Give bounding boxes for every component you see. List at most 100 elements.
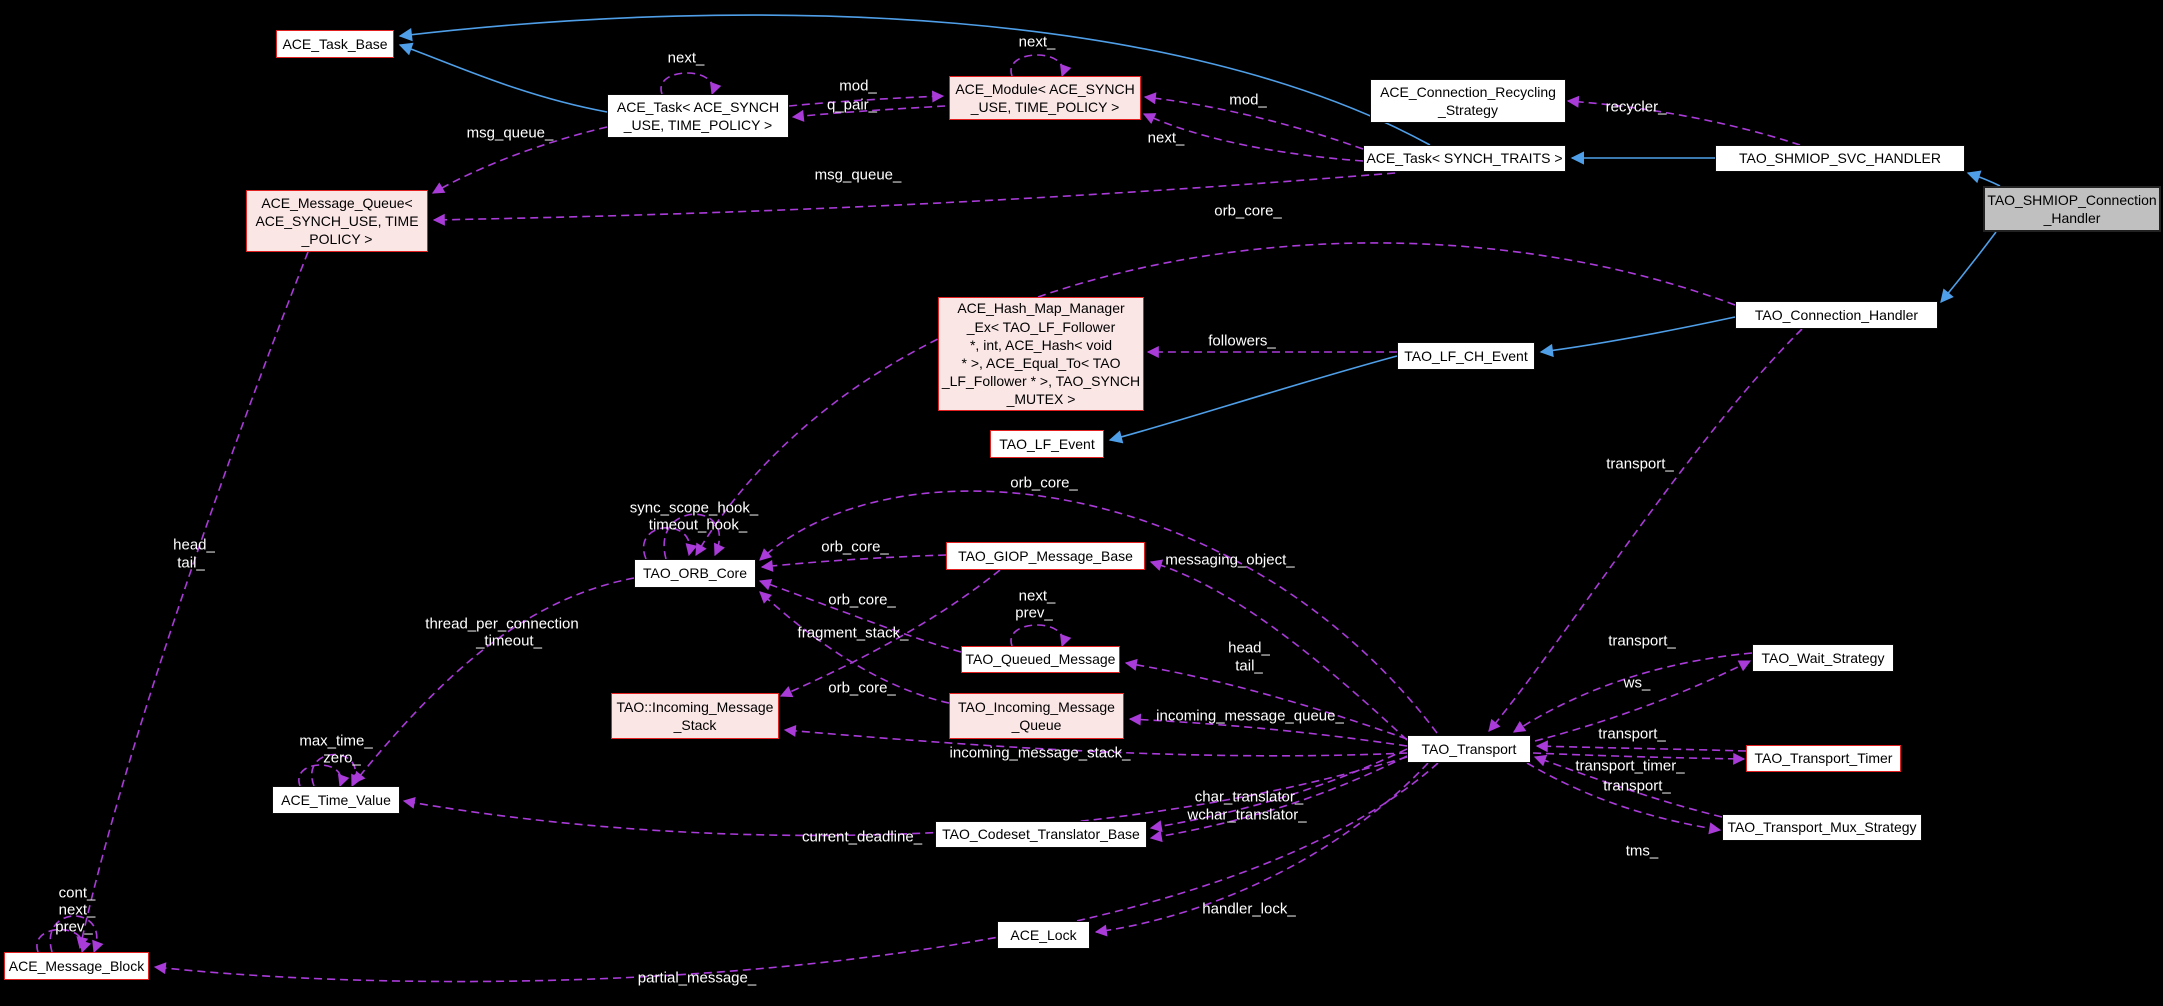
node-tao-codeset-translator-base[interactable]: TAO_Codeset_Translator_Base bbox=[935, 821, 1147, 848]
node-ace-task-traits[interactable]: ACE_Task< SYNCH_TRAITS > bbox=[1363, 145, 1566, 172]
edge-label-transport-incoming-message-queue: incoming_message_queue_ bbox=[1156, 707, 1344, 725]
edge-label-transport-incoming-message-stack: incoming_message_stack_ bbox=[949, 744, 1131, 762]
usage-edge-timer-transport bbox=[1535, 740, 1747, 753]
usage-edge-transport-tms bbox=[1526, 762, 1722, 835]
usage-edge-transport-transport-timer bbox=[1532, 752, 1746, 765]
usage-edge-orb-core-thread-per-connection-timeout bbox=[353, 577, 635, 784]
usage-edge-time-value-zero bbox=[311, 753, 363, 788]
edge-label-transport-orb-core: orb_core_ bbox=[1010, 474, 1078, 492]
edge-label-task-synch-mod: mod_ bbox=[839, 77, 877, 95]
node-tao-shmiop-svc-handler[interactable]: TAO_SHMIOP_SVC_HANDLER bbox=[1715, 145, 1965, 172]
edge-label-transport-ws: ws_ bbox=[1623, 674, 1651, 692]
usage-edge-transport-incoming-message-queue bbox=[1128, 713, 1408, 747]
usage-edge-giop-fragment-stack bbox=[779, 569, 1001, 698]
node-tao-lf-event[interactable]: TAO_LF_Event bbox=[990, 430, 1104, 458]
usage-edge-transport-char-translator bbox=[1149, 748, 1408, 833]
edge-label-giop-orb-core: orb_core_ bbox=[821, 538, 889, 556]
edge-label-queued-message-next-prev-0: next_ bbox=[1018, 587, 1056, 605]
usage-edge-task-synch-msg-queue bbox=[431, 126, 608, 194]
node-ace-message-block[interactable]: ACE_Message_Block bbox=[4, 952, 149, 980]
node-ace-module[interactable]: ACE_Module< ACE_SYNCH _USE, TIME_POLICY … bbox=[949, 76, 1141, 120]
usage-edge-message-block-cont-loop bbox=[36, 928, 92, 954]
node-ace-hash-map-manager[interactable]: ACE_Hash_Map_Manager _Ex< TAO_LF_Followe… bbox=[938, 297, 1144, 411]
edge-label-orb-core-sync-scope-hook: sync_scope_hook_ bbox=[629, 499, 759, 517]
edge-label-transport-tms: tms_ bbox=[1625, 842, 1659, 860]
node-ace-time-value[interactable]: ACE_Time_Value bbox=[272, 786, 400, 814]
node-tao-orb-core[interactable]: TAO_ORB_Core bbox=[634, 559, 756, 588]
edge-label-module-next: next_ bbox=[1018, 33, 1056, 51]
inheritance-edge-lf-ch-event-to-lf-event bbox=[1108, 355, 1398, 444]
node-tao-lf-ch-event[interactable]: TAO_LF_CH_Event bbox=[1397, 342, 1535, 370]
edge-label-message-block-cont-loop-2: prev_ bbox=[55, 918, 93, 936]
edge-label-time-value-max-time: max_time_ bbox=[299, 732, 373, 750]
usage-edge-time-value-max-time bbox=[298, 764, 350, 788]
usage-edge-queued-message-next-prev bbox=[1010, 624, 1072, 648]
usage-edge-transport-current-deadline bbox=[402, 756, 1408, 837]
edge-label-giop-fragment-stack: fragment_stack_ bbox=[797, 624, 909, 642]
edge-label-wait-strategy-transport: transport_ bbox=[1608, 632, 1676, 650]
usage-edge-module-q-pair bbox=[791, 105, 946, 122]
usage-edge-task-traits-mod bbox=[1143, 92, 1364, 150]
edge-label-transport-partial-message: partial_message_ bbox=[637, 969, 757, 987]
edge-label-transport-head-tail-1: tail_ bbox=[1235, 657, 1263, 675]
edge-label-mux-strategy-transport: transport_ bbox=[1603, 777, 1671, 795]
edge-label-transport-handler-lock: handler_lock_ bbox=[1202, 900, 1296, 918]
node-tao-giop-message-base[interactable]: TAO_GIOP_Message_Base bbox=[946, 542, 1145, 570]
node-tao-incoming-message-queue[interactable]: TAO_Incoming_Message _Queue bbox=[949, 693, 1124, 739]
inheritance-edge-main-to-connection-handler bbox=[1940, 231, 1997, 304]
inheritance-edge-connection-handler-to-lf-ch-event bbox=[1539, 316, 1736, 358]
edge-label-transport-head-tail-0: head_ bbox=[1228, 639, 1270, 657]
inheritance-edge-task-synch-to-task-base bbox=[398, 42, 608, 113]
node-ace-connection-recycling-strategy[interactable]: ACE_Connection_Recycling _Strategy bbox=[1370, 79, 1566, 123]
edge-label-connection-handler-transport: transport_ bbox=[1606, 455, 1674, 473]
node-tao-connection-handler[interactable]: TAO_Connection_Handler bbox=[1735, 301, 1938, 329]
edge-label-module-q-pair: q_pair_ bbox=[826, 96, 878, 114]
edge-label-transport-wchar-translator: wchar_translator_ bbox=[1187, 806, 1307, 824]
node-tao-incoming-message-stack[interactable]: TAO::Incoming_Message _Stack bbox=[611, 693, 779, 739]
usage-edge-transport-ws bbox=[1534, 660, 1752, 742]
edge-label-transport-char-translator: char_translator_ bbox=[1194, 788, 1304, 806]
usage-edge-connection-handler-orb-core bbox=[695, 242, 1736, 557]
edge-label-message-queue-head-tail-0: head_ bbox=[173, 536, 215, 554]
edge-label-orb-core-thread-per-connection-timeout-0: thread_per_connection bbox=[425, 615, 579, 633]
edge-label-message-block-cont-loop-0: cont_ bbox=[58, 884, 96, 902]
node-ace-task-synch[interactable]: ACE_Task< ACE_SYNCH _USE, TIME_POLICY > bbox=[607, 94, 789, 138]
edge-label-connection-handler-orb-core: orb_core_ bbox=[1214, 202, 1282, 220]
edge-label-orb-core-timeout-hook: timeout_hook_ bbox=[648, 516, 748, 534]
usage-edge-module-next bbox=[1010, 54, 1072, 78]
node-ace-lock[interactable]: ACE_Lock bbox=[997, 921, 1090, 949]
edge-label-queued-message-orb-core: orb_core_ bbox=[828, 591, 896, 609]
node-tao-shmiop-connection-handler: TAO_SHMIOP_Connection _Handler bbox=[1983, 186, 2161, 232]
node-ace-message-queue[interactable]: ACE_Message_Queue< ACE_SYNCH_USE, TIME _… bbox=[246, 190, 428, 252]
edge-label-task-synch-next: next_ bbox=[667, 49, 705, 67]
edge-label-queued-message-next-prev-1: prev_ bbox=[1015, 604, 1053, 622]
edge-label-time-value-zero: zero_ bbox=[323, 749, 361, 767]
usage-edge-giop-orb-core bbox=[760, 554, 947, 572]
edge-label-transport-current-deadline: current_deadline_ bbox=[801, 828, 923, 846]
edge-label-incoming-queue-orb-core: orb_core_ bbox=[828, 679, 896, 697]
edge-label-task-traits-msg-queue: msg_queue_ bbox=[814, 166, 902, 184]
usage-edge-svc-handler-recycler bbox=[1566, 95, 1801, 146]
edge-label-timer-transport: transport_ bbox=[1598, 725, 1666, 743]
usage-edge-task-traits-next bbox=[1142, 113, 1364, 162]
node-ace-task-base[interactable]: ACE_Task_Base bbox=[276, 30, 394, 58]
node-tao-wait-strategy[interactable]: TAO_Wait_Strategy bbox=[1752, 644, 1894, 672]
edge-label-orb-core-thread-per-connection-timeout-1: _timeout_ bbox=[476, 632, 542, 650]
node-tao-transport-mux-strategy[interactable]: TAO_Transport_Mux_Strategy bbox=[1722, 814, 1922, 841]
edge-label-transport-transport-timer: transport_timer_ bbox=[1575, 757, 1685, 775]
usage-edge-message-queue-head-tail bbox=[76, 251, 309, 950]
node-tao-transport-timer[interactable]: TAO_Transport_Timer bbox=[1746, 745, 1901, 772]
usage-edge-mux-strategy-transport bbox=[1533, 754, 1723, 818]
usage-edge-incoming-queue-orb-core bbox=[759, 591, 950, 704]
usage-edge-transport-head-tail bbox=[1124, 658, 1408, 740]
usage-edge-message-block-next-prev-loop bbox=[49, 915, 104, 954]
edge-label-svc-handler-recycler: recycler_ bbox=[1605, 98, 1667, 116]
node-tao-queued-message[interactable]: TAO_Queued_Message bbox=[961, 646, 1120, 673]
usage-edge-task-synch-next bbox=[660, 72, 722, 96]
edge-label-task-traits-next: next_ bbox=[1147, 129, 1185, 147]
edge-label-task-synch-msg-queue: msg_queue_ bbox=[466, 124, 554, 142]
edge-label-task-traits-mod: mod_ bbox=[1229, 91, 1267, 109]
usage-edge-wait-strategy-transport bbox=[1512, 652, 1753, 733]
node-tao-transport[interactable]: TAO_Transport bbox=[1407, 735, 1531, 763]
